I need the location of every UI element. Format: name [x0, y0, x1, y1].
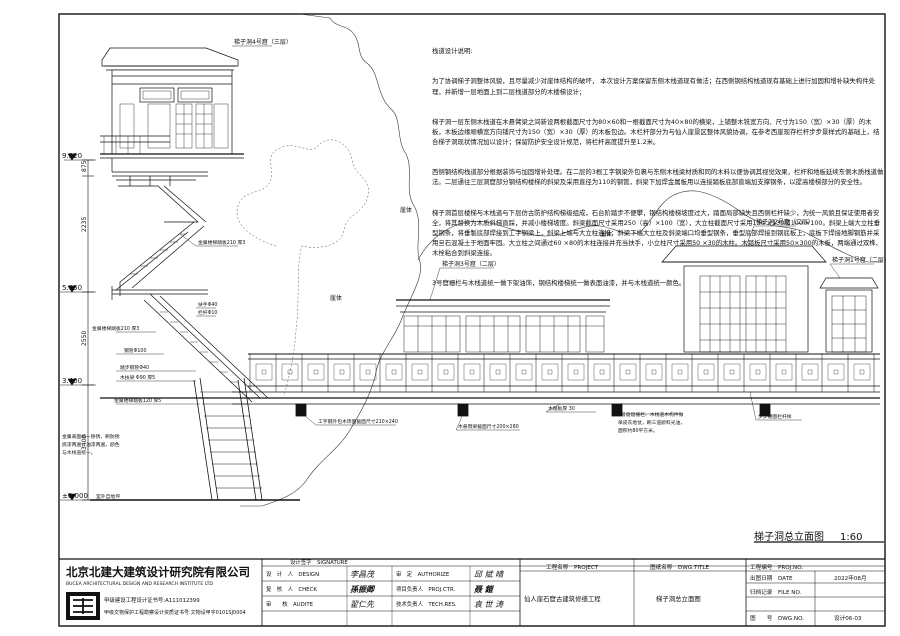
- elevation-3400: 3.400: [62, 377, 82, 385]
- file-label: 归档记录 FILE NO.: [750, 588, 802, 596]
- note-wood-board: 木踏板厚 30: [548, 405, 575, 412]
- steel-stair-upper: [111, 158, 208, 300]
- project-name: 仙人崖石窟古建筑修缮工程: [524, 594, 601, 603]
- label-cave2: 梯子洞2号窟（二层）: [756, 218, 814, 226]
- label-cliff: 崖体: [600, 230, 612, 238]
- label-cave4: 梯子洞4号窟（三层）: [234, 38, 292, 46]
- company-name-en: BUCEA ARCHITECTURAL DESIGN AND RESEARCH …: [66, 581, 213, 587]
- label-cave1: 梯子洞1号窟（二层）: [832, 256, 890, 264]
- cert-heritage: 甲级文物保护工程勘察设计资质证书号:文物设甲字0101SJ0004: [104, 609, 246, 616]
- elevation-ground: ±0.000: [62, 492, 88, 500]
- note-metal-stair-board: 金属楼梯踏板210 厚3: [198, 239, 245, 246]
- drawing-no: 设计06-03: [834, 614, 862, 622]
- cliff-outline-right: [417, 190, 882, 263]
- signature-design: 李昌茂: [350, 570, 376, 579]
- notes-paragraph: 梯子洞首层楼梯与木栈道与下层仿古防护结构梯级组成，石台阶踏步不便攀，钢结构楼梯坡…: [432, 208, 883, 258]
- notes-paragraph: 梯子洞一层东侧木栈道在木悬臂梁之间新设两根截面尺寸为80×60和一根截面尺寸为4…: [432, 117, 880, 147]
- label-cliff: 崖体: [330, 294, 342, 302]
- signature-header: 设计签字 SIGNATURE: [290, 558, 348, 566]
- signature-project-lead: 聂 鎧: [473, 584, 495, 594]
- notes-paragraph: 为了协调梯子洞整体风貌，且尽量减少对崖体结构的破坏， 本次设计方案保留东侧木栈道…: [432, 77, 875, 96]
- date-label: 出图日期 DATE: [750, 574, 793, 582]
- signature-tech-lead: 袁 世 涛: [474, 600, 504, 609]
- elevation-9520: 9.520: [62, 152, 82, 160]
- wood-stair-ground: [193, 377, 263, 501]
- note-metal-board-3: 金属楼梯踏板120 厚5: [114, 397, 161, 404]
- walkway-second-floor: [100, 353, 880, 417]
- note-post: 栏杆Φ10: [198, 309, 217, 316]
- tree-silhouette: [236, 139, 369, 397]
- role-tech-lead: 技术负责人 TECH.RES.: [396, 600, 457, 608]
- signature-audit: 翟仁先: [350, 600, 375, 609]
- drawing-scale: 1:60: [840, 532, 862, 543]
- notes-paragraph: 西侧钢结构栈道部分根据装饰与加固增补处理。在二层的3根工字钢梁外包裹与东侧木栈梁…: [432, 168, 884, 187]
- cave2-facade: [661, 245, 827, 353]
- drawing-no-label: 图 号 DWG.NO.: [750, 614, 804, 622]
- role-authorize: 审 定 AUTHORIZE: [396, 570, 450, 578]
- note-step-tube: 踏步钢管Φ40: [120, 364, 149, 371]
- dim-875: 875: [81, 160, 88, 172]
- note-handrail: 扶手Φ40: [198, 301, 217, 308]
- title-block: [59, 558, 885, 626]
- dim-2235: 2235: [81, 217, 88, 232]
- note-beam: 木扶梁 Φ90 厚5: [120, 374, 155, 381]
- role-check: 复 核 人 CHECK: [266, 585, 317, 593]
- steel-stair-lower: [143, 293, 269, 403]
- note-metal-board: 金属楼梯踏板210 厚3: [92, 325, 139, 332]
- cliff-outline-left: [240, 13, 422, 507]
- dim-2550: 2550: [81, 331, 88, 346]
- note-cave3: 3号窟窟栅栏、木栈道木构件做单皮灰地仗，刷三道颜料光油，面积约80平方米。: [618, 413, 686, 434]
- note-paint: 金属表面统一除锈，刷防锈底漆两遍，油漆两遍，颜色与木栈道统一。: [62, 435, 120, 456]
- cave1-facade: [819, 277, 879, 353]
- company-name: 北京北建大建筑设计研究院有限公司: [66, 565, 250, 579]
- notes-heading: 栈道设计说明:: [432, 47, 473, 56]
- drawing-name: 梯子洞总立面图: [656, 594, 701, 603]
- drawing-frame: [58, 13, 886, 627]
- company-logo: [66, 592, 100, 620]
- project-label: 工程名称 PROJECT: [546, 563, 599, 571]
- label-cave3: 梯子洞3号窟（二层）: [442, 260, 500, 268]
- cert-design: 甲级建设工程设计证书号:A111012399: [104, 596, 200, 604]
- date-value: 2022年08月: [834, 574, 867, 582]
- elevation-axis: [60, 153, 100, 501]
- note-tube: 钢管Φ100: [124, 347, 147, 354]
- note-wood-beam: 木悬臂梁截面尺寸200×280: [458, 423, 519, 430]
- annotation-leaders: [116, 45, 874, 431]
- signature-authorize: 邱 斌 晴: [474, 570, 505, 579]
- ground-note: 室外自地坪: [96, 493, 120, 500]
- dim-3400: 3400: [81, 435, 88, 450]
- note-ibeam: 工字钢外包木饰面截面尺寸210×240: [318, 418, 398, 425]
- notes-paragraph: 3号窟栅栏与木栈道统一做下架油饰，钢结构楼梯统一做表面油漆，并与木栈道统一颜色。: [432, 279, 686, 288]
- cave3-facade: [396, 299, 610, 353]
- role-design: 设 计 人 DESIGN: [266, 570, 319, 578]
- cave4-facade: [100, 47, 244, 159]
- design-notes: 栈道设计说明: 为了协调梯子洞整体风貌，且尽量减少对崖体结构的破坏， 本次设计方…: [432, 26, 884, 299]
- drawing-name-label: 图纸名称 DWG.TITLE: [650, 563, 710, 571]
- project-no-label: 工程编号 PROJ.NO.: [750, 563, 803, 571]
- role-audit: 审 核 AUDITE: [266, 600, 314, 608]
- signature-check: 孫振卿: [350, 584, 376, 594]
- drawing-title: 梯子洞总立面图: [754, 530, 824, 543]
- role-project-lead: 项目负责人 PROJ.CTR.: [396, 585, 455, 593]
- note-railing: 步步锦图栏杆样: [758, 413, 792, 420]
- label-cliff: 崖体: [400, 206, 412, 214]
- elevation-5950: 5.950: [62, 284, 82, 292]
- drawing-text: 梯子洞4号窟（三层） 梯子洞3号窟（二层） 梯子洞2号窟（二层） 梯子洞1号窟（…: [62, 38, 890, 622]
